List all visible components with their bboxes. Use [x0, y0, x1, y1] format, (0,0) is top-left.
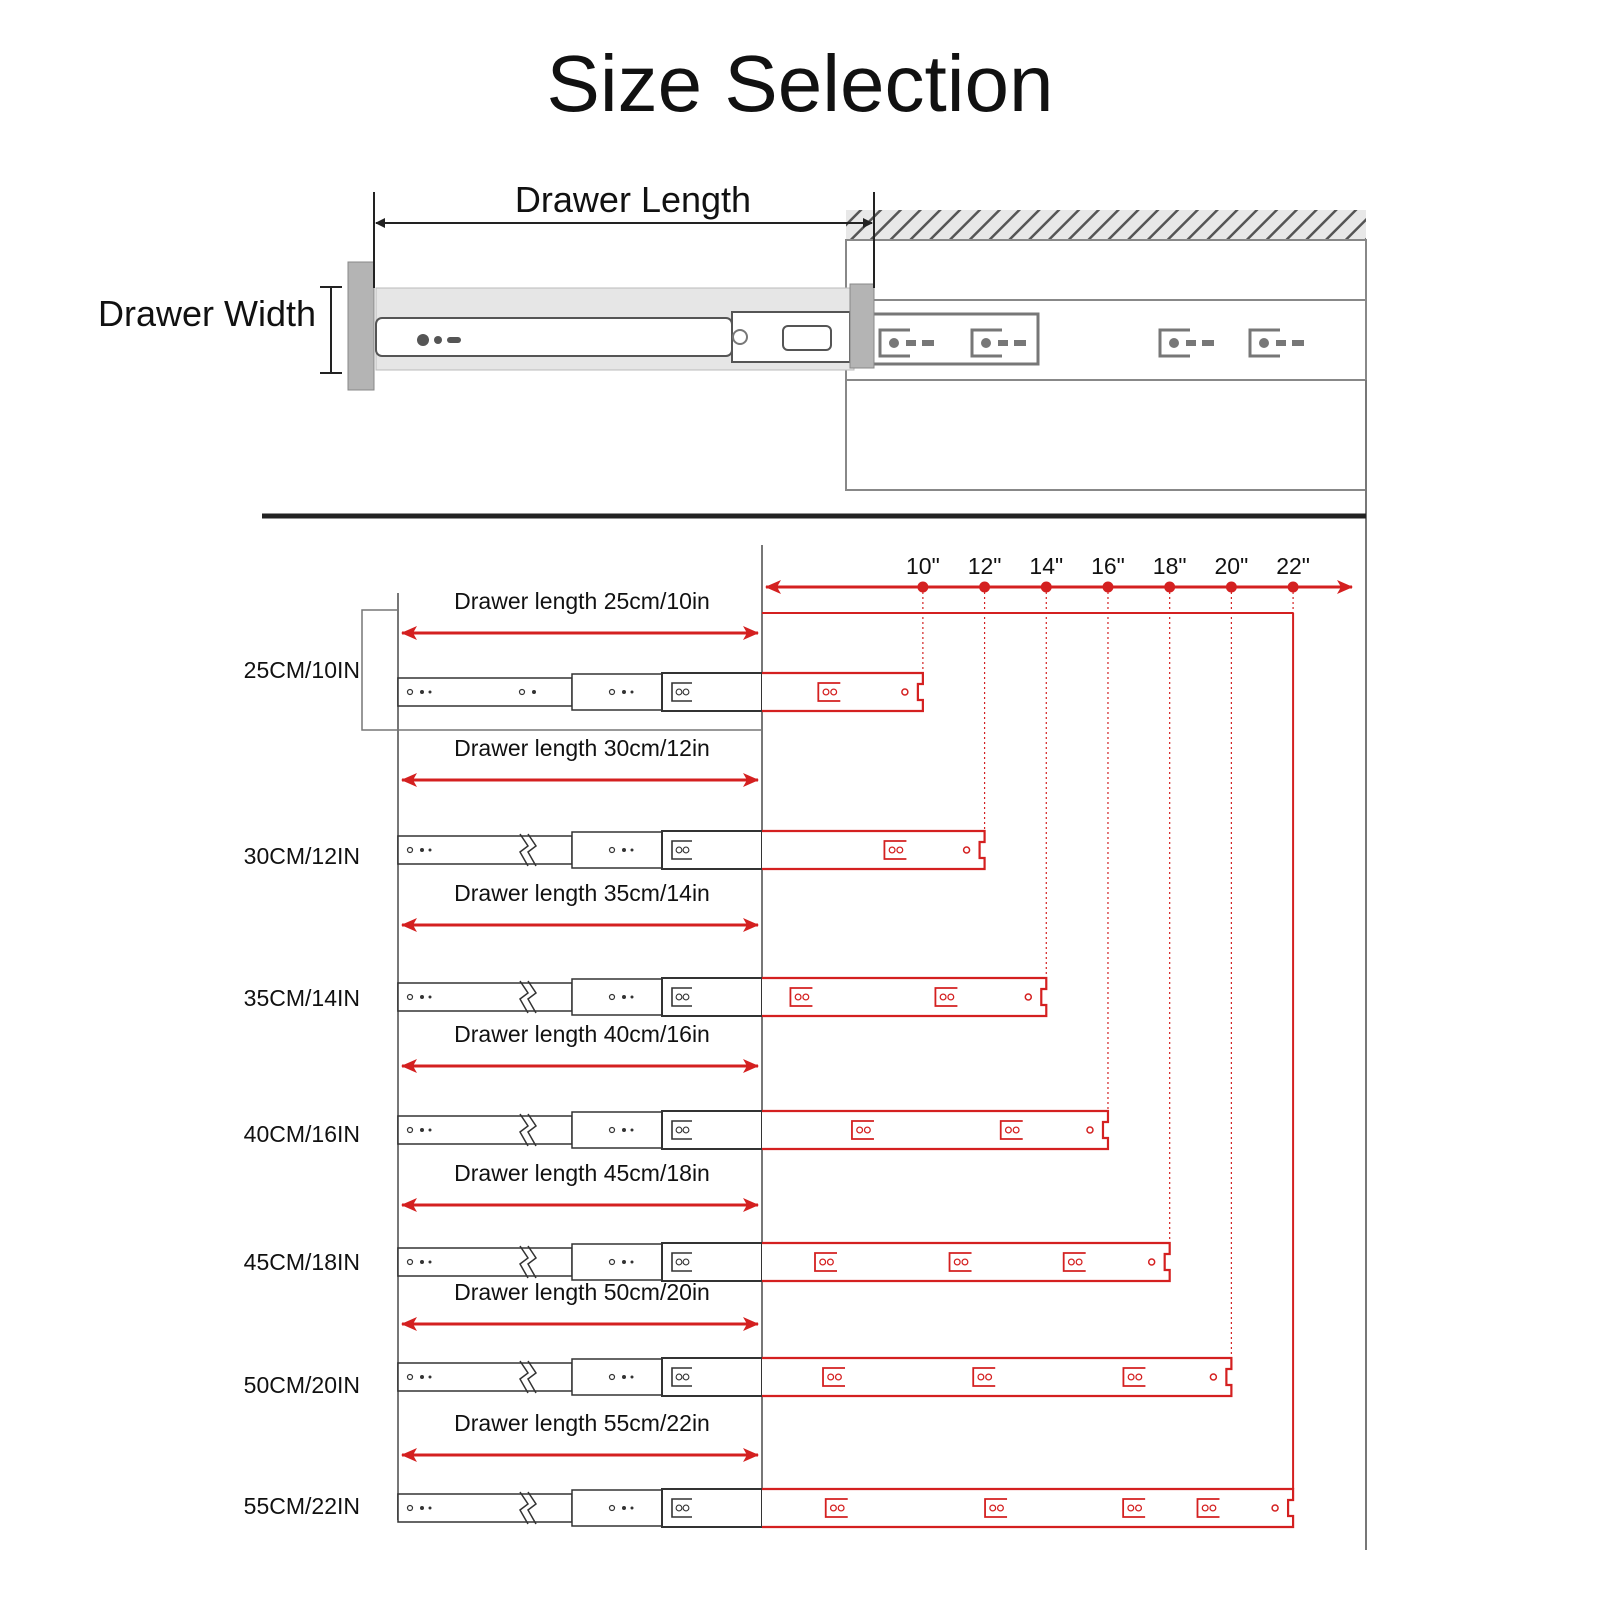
drawer-length-label: Drawer length 55cm/22in: [454, 1410, 710, 1436]
size-label: 35CM/14IN: [244, 985, 360, 1011]
rail-segment: [397, 1115, 573, 1145]
slot-icon: [1158, 328, 1190, 358]
drawer-length-label: Drawer length 40cm/16in: [454, 1021, 710, 1047]
slot-icon: [878, 328, 910, 358]
break-mark: [519, 1245, 530, 1279]
drawer-length-label: Drawer length 45cm/18in: [454, 1160, 710, 1186]
extended-rail: [762, 671, 924, 713]
rail-segment: [397, 982, 573, 1012]
drawer-length-label: Drawer length 25cm/10in: [454, 588, 710, 614]
scale-tick-dot: [979, 581, 991, 593]
rail-segment: [661, 1242, 763, 1282]
drawer-front-plate: [347, 261, 375, 391]
rail-segment: [571, 1358, 663, 1396]
size-row-14: Drawer length 35cm/14in 35CM/14IN: [244, 592, 1048, 1018]
rail-segment: [661, 672, 763, 712]
end-hole: [962, 846, 971, 854]
size-label: 25CM/10IN: [244, 657, 360, 683]
slide-end-plate: [849, 283, 875, 369]
rail-segment: [571, 1243, 663, 1281]
size-label: 50CM/20IN: [244, 1372, 360, 1398]
end-hole: [1147, 1258, 1156, 1266]
break-mark: [519, 980, 530, 1014]
extended-rail: [762, 829, 986, 871]
break-mark: [527, 1245, 538, 1279]
extended-rail: [762, 1241, 1171, 1283]
rail-segment: [571, 831, 663, 869]
slot-icon: [970, 328, 1002, 358]
scale-tick-label: 22": [1276, 553, 1310, 579]
scale-tick-label: 10": [906, 553, 940, 579]
end-hole: [1024, 993, 1033, 1001]
drawer-length-label: Drawer length 35cm/14in: [454, 880, 710, 906]
drawer-length-label: Drawer length 30cm/12in: [454, 735, 710, 761]
first-row-frame: [361, 609, 762, 731]
break-mark: [527, 980, 538, 1014]
size-label: 45CM/18IN: [244, 1249, 360, 1275]
scale-tick-label: 16": [1091, 553, 1125, 579]
break-mark: [519, 833, 530, 867]
size-label: 55CM/22IN: [244, 1493, 360, 1519]
rail-segment: [571, 1111, 663, 1149]
size-row-16: Drawer length 40cm/16in 40CM/16IN: [244, 592, 1110, 1151]
slot-icon: [1248, 328, 1280, 358]
end-hole: [1271, 1504, 1279, 1512]
end-hole: [1209, 1373, 1218, 1381]
size-row-10: Drawer length 25cm/10in 25CM/10IN: [244, 588, 924, 713]
page-title: Size Selection: [546, 39, 1054, 128]
size-row-12: Drawer length 30cm/12in 30CM/12IN: [244, 592, 986, 871]
rail-segment: [661, 1488, 763, 1528]
rail-segment: [661, 1110, 763, 1150]
break-mark: [527, 833, 538, 867]
size-row-18: Drawer length 45cm/18in 45CM/18IN: [244, 592, 1171, 1283]
size-row-22: Drawer length 55cm/22in 55CM/22IN: [244, 592, 1295, 1529]
scale-tick-dot: [1164, 581, 1176, 593]
rail-segment: [661, 1357, 763, 1397]
scale-tick-dot: [1102, 581, 1114, 593]
break-mark: [527, 1113, 538, 1147]
scale-tick-label: 14": [1029, 553, 1063, 579]
scale-tick-label: 20": [1215, 553, 1249, 579]
size-chart: 10" 12" 14" 16" 18" 20" 22" Drawer length 25cm/…: [244, 545, 1353, 1529]
scale-tick-label: 18": [1153, 553, 1187, 579]
end-hole: [1086, 1126, 1094, 1134]
break-mark: [519, 1360, 530, 1394]
size-label: 40CM/16IN: [244, 1121, 360, 1147]
rail-segment: [397, 835, 573, 865]
end-hole: [901, 688, 909, 696]
size-row-20: Drawer length 50cm/20in 50CM/20IN: [244, 592, 1233, 1398]
drawer-length-label: Drawer length 50cm/20in: [454, 1279, 710, 1305]
break-mark: [527, 1491, 538, 1525]
rail-segment: [397, 1247, 573, 1277]
break-mark: [519, 1491, 530, 1525]
drawer-width-label: Drawer Width: [98, 293, 316, 334]
scale-tick-dot: [1040, 581, 1052, 593]
extended-rail: [762, 976, 1048, 1018]
scale-tick-dot: [917, 581, 929, 593]
extended-rail: [762, 1487, 1295, 1529]
rail-segment: [571, 1489, 663, 1527]
extended-rail: [762, 1356, 1233, 1398]
scale-tick-dot: [1287, 581, 1299, 593]
scale-tick-dot: [1225, 581, 1237, 593]
break-mark: [527, 1360, 538, 1394]
rail-segment: [397, 1362, 573, 1392]
rail-segment: [661, 977, 763, 1017]
break-mark: [519, 1113, 530, 1147]
rail-segment: [661, 830, 763, 870]
cabinet-hatch: [846, 210, 1366, 240]
extended-rail: [762, 1109, 1110, 1151]
drawer-length-label: Drawer Length: [515, 179, 751, 220]
top-illustration: Drawer Length Drawer Width: [98, 179, 1367, 1550]
rail-segment: [397, 677, 573, 707]
scale-tick-label: 12": [968, 553, 1002, 579]
rail-segment: [397, 1493, 573, 1523]
rail-segment: [571, 673, 663, 711]
rail-segment: [571, 978, 663, 1016]
size-label: 30CM/12IN: [244, 843, 360, 869]
